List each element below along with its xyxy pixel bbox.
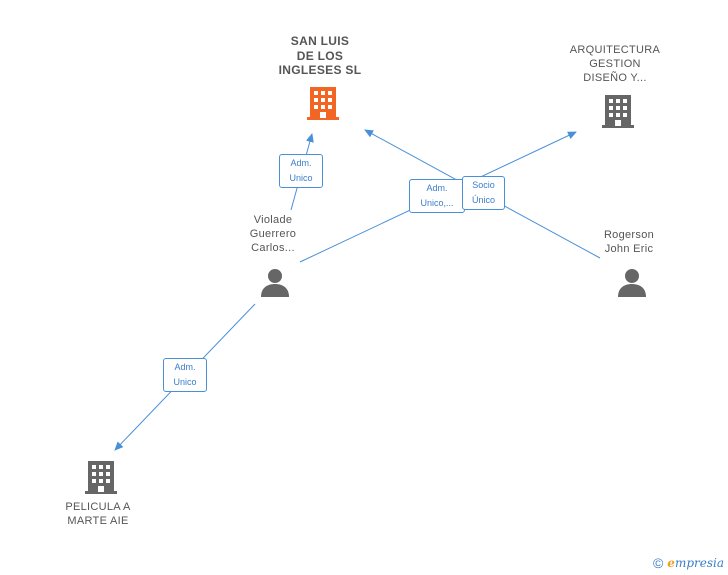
edge-label-line: Adm. [426,183,448,193]
brand-name-rest: mpresia [674,556,724,570]
node-label-line: GESTION [589,58,641,70]
node-label-line: DE LOS [296,48,344,63]
node-label-line: John Eric [604,243,654,255]
edge-label-rogerson-san-luis[interactable]: Socio Único [462,176,505,210]
node-label-line: Violade [253,214,293,226]
edge-label-line: Unico [173,377,197,387]
node-label-line: Guerrero [249,228,297,240]
node-label-rogerson[interactable]: Rogerson John Eric [586,228,672,256]
edge-label-violade-arquitectura[interactable]: Adm. Unico,... [409,179,465,213]
person-icon[interactable] [260,267,290,297]
edge-label-violade-san-luis[interactable]: Adm. Unico [279,154,323,188]
node-label-line: Carlos... [251,242,295,254]
node-label-line: MARTE AIE [67,515,129,527]
node-label-violade[interactable]: Violade Guerrero Carlos... [230,213,316,255]
person-icon[interactable] [617,267,647,297]
node-label-line: PELICULA A [65,501,131,513]
building-icon[interactable] [602,93,634,129]
building-icon[interactable] [307,85,339,121]
building-icon[interactable] [85,459,117,495]
edge-label-line: Unico [289,173,313,183]
node-label-line: ARQUITECTURA [569,44,661,56]
edge-label-line: Socio [472,180,495,190]
node-label-pelicula[interactable]: PELICULA A MARTE AIE [48,500,148,528]
node-label-san-luis[interactable]: SAN LUIS DE LOS INGLESES SL [260,34,380,78]
node-label-line: INGLESES SL [278,63,362,77]
brand-name-initial: e [667,556,675,570]
edge-label-violade-pelicula[interactable]: Adm. Unico [163,358,207,392]
copyright-symbol: © [652,555,664,571]
brand-watermark: © empresia [653,555,724,571]
edge-label-line: Adm. [174,362,196,372]
edge-label-line: Único [471,195,495,205]
brand-name: empresia [667,556,724,570]
edge-label-line: Adm. [290,158,312,168]
edge-label-line: Unico,... [420,198,454,208]
node-label-line: DISEÑO Y... [583,72,647,84]
node-label-line: Rogerson [603,229,655,241]
node-label-arquitectura[interactable]: ARQUITECTURA GESTION DISEÑO Y... [555,43,675,85]
node-label-line: SAN LUIS [290,34,350,48]
